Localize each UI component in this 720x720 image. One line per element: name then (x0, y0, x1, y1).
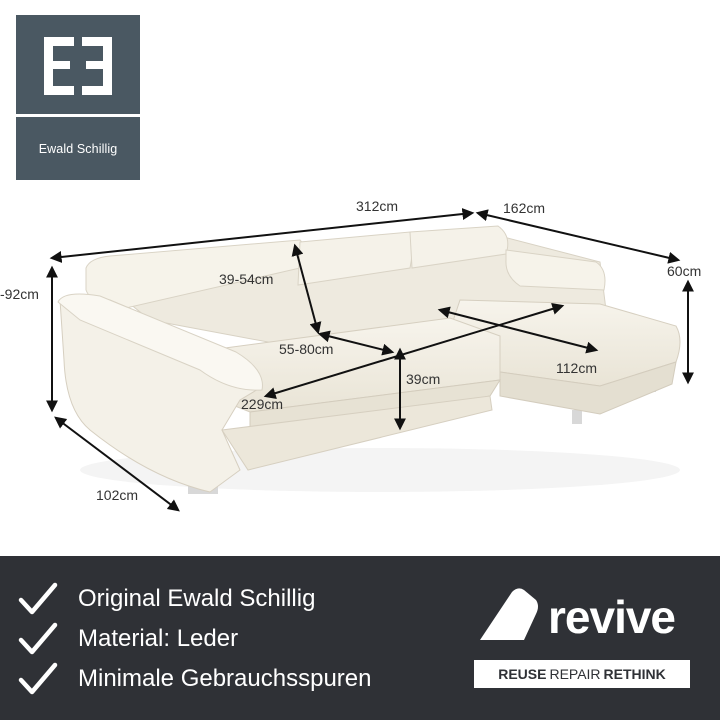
label-height-left: -92cm (0, 286, 39, 302)
checkmark-icon (18, 582, 58, 615)
checkmark-icon (18, 622, 58, 655)
tagline-rethink: RETHINK (603, 666, 666, 682)
dimension-arrows (46, 208, 694, 512)
brand-monogram-icon (44, 37, 112, 95)
label-width-chaise: 162cm (503, 200, 546, 216)
feature-text: Original Ewald Schillig (78, 585, 316, 612)
feature-item: Minimale Gebrauchsspuren (18, 661, 371, 697)
revive-tagline: REUSE REPAIR RETHINK (474, 660, 690, 688)
feature-bar (0, 556, 720, 720)
arrow-depth (54, 416, 180, 512)
checkmark-icon (18, 662, 58, 695)
product-photo (46, 208, 694, 512)
label-width-total: 312cm (356, 198, 399, 214)
arrow-width-total (49, 208, 475, 263)
label-height-right: 60cm (667, 263, 702, 279)
label-chaise-depth: 112cm (556, 360, 597, 376)
feature-text: Material: Leder (78, 625, 239, 652)
feature-text: Minimale Gebrauchsspuren (78, 665, 372, 692)
feature-item: Material: Leder (18, 621, 238, 657)
label-seat-width: 229cm (241, 396, 284, 412)
revive-wordmark: revive (548, 591, 676, 643)
feature-item: Original Ewald Schillig (18, 581, 315, 617)
tagline-reuse: REUSE (498, 666, 547, 682)
label-depth: 102cm (96, 487, 139, 503)
revive-logo-icon (480, 588, 538, 640)
arrow-seat-width (263, 303, 565, 399)
arrow-width-chaise (475, 209, 681, 264)
brand-name: Ewald Schillig (38, 141, 118, 156)
tagline-repair: REPAIR (549, 666, 601, 682)
label-headrest: 39-54cm (219, 271, 274, 287)
label-seat-height: 39cm (406, 371, 441, 387)
brand-logo: Ewald Schillig (16, 15, 140, 180)
logo-divider (16, 114, 140, 117)
label-seat-depth: 55-80cm (279, 341, 334, 357)
